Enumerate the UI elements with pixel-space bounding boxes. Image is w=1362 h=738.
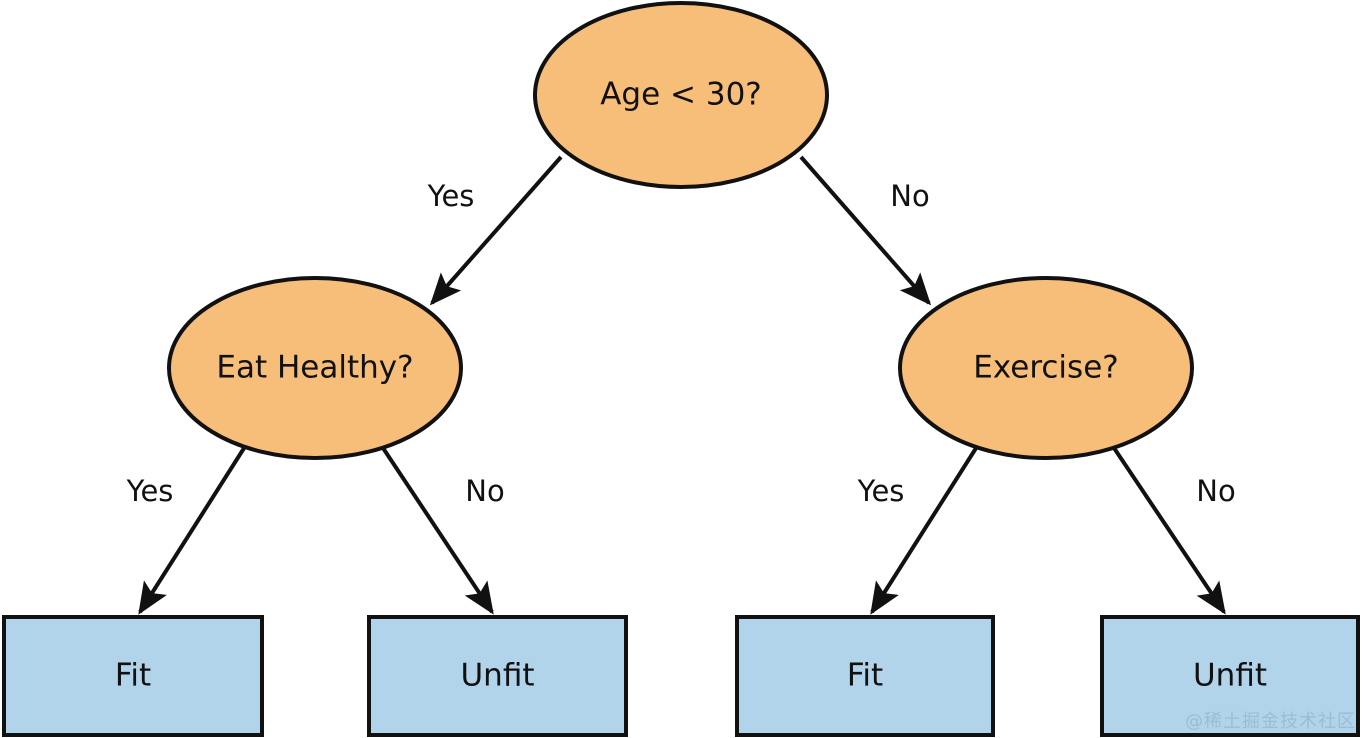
edge-eat-healthy-yes bbox=[138, 443, 248, 615]
node-leaf-fit-right-box[interactable] bbox=[735, 615, 995, 737]
node-root-ellipse[interactable] bbox=[533, 1, 829, 189]
node-leaf-unfit-left[interactable]: Unfit bbox=[367, 615, 628, 737]
node-leaf-unfit-right[interactable]: Unfit bbox=[1100, 615, 1360, 737]
node-root[interactable]: Age < 30? bbox=[533, 1, 829, 189]
edge-label-root-yes: Yes bbox=[427, 179, 475, 213]
edge-label-eat-healthy-yes: Yes bbox=[126, 474, 174, 508]
node-exercise-label: Exercise? bbox=[973, 350, 1118, 386]
watermark-label: @稀土掘金技术社区 bbox=[1185, 711, 1356, 732]
node-exercise[interactable]: Exercise? bbox=[898, 276, 1194, 460]
node-leaf-fit-left-label: Fit bbox=[115, 658, 151, 694]
edge-label-root-no: No bbox=[890, 179, 929, 213]
node-leaf-unfit-left-label: Unfit bbox=[460, 658, 534, 694]
edge-eat-healthy-no bbox=[379, 443, 494, 615]
edges-group bbox=[138, 155, 1226, 615]
node-root-label: Age < 30? bbox=[600, 77, 762, 113]
node-leaf-fit-right-label: Fit bbox=[847, 658, 883, 694]
node-leaf-unfit-right-label: Unfit bbox=[1193, 658, 1267, 694]
node-leaf-unfit-right-box[interactable] bbox=[1100, 615, 1360, 737]
edge-label-eat-healthy-no: No bbox=[465, 474, 504, 508]
edge-label-exercise-no: No bbox=[1196, 474, 1235, 508]
node-exercise-ellipse[interactable] bbox=[898, 276, 1194, 460]
node-eat-healthy-label: Eat Healthy? bbox=[216, 350, 413, 386]
edge-exercise-yes bbox=[870, 443, 980, 615]
edge-label-exercise-yes: Yes bbox=[857, 474, 905, 508]
node-eat-healthy[interactable]: Eat Healthy? bbox=[167, 276, 463, 460]
edge-labels-group: Yes No Yes No Yes No bbox=[126, 179, 1236, 508]
node-leaf-fit-left-box[interactable] bbox=[2, 615, 264, 737]
node-leaf-fit-right[interactable]: Fit bbox=[735, 615, 995, 737]
edge-root-no bbox=[799, 155, 932, 306]
node-leaf-fit-left[interactable]: Fit bbox=[2, 615, 264, 737]
node-eat-healthy-ellipse[interactable] bbox=[167, 276, 463, 460]
edge-root-yes bbox=[429, 155, 563, 306]
edge-exercise-no bbox=[1110, 443, 1226, 615]
node-leaf-unfit-left-box[interactable] bbox=[367, 615, 628, 737]
